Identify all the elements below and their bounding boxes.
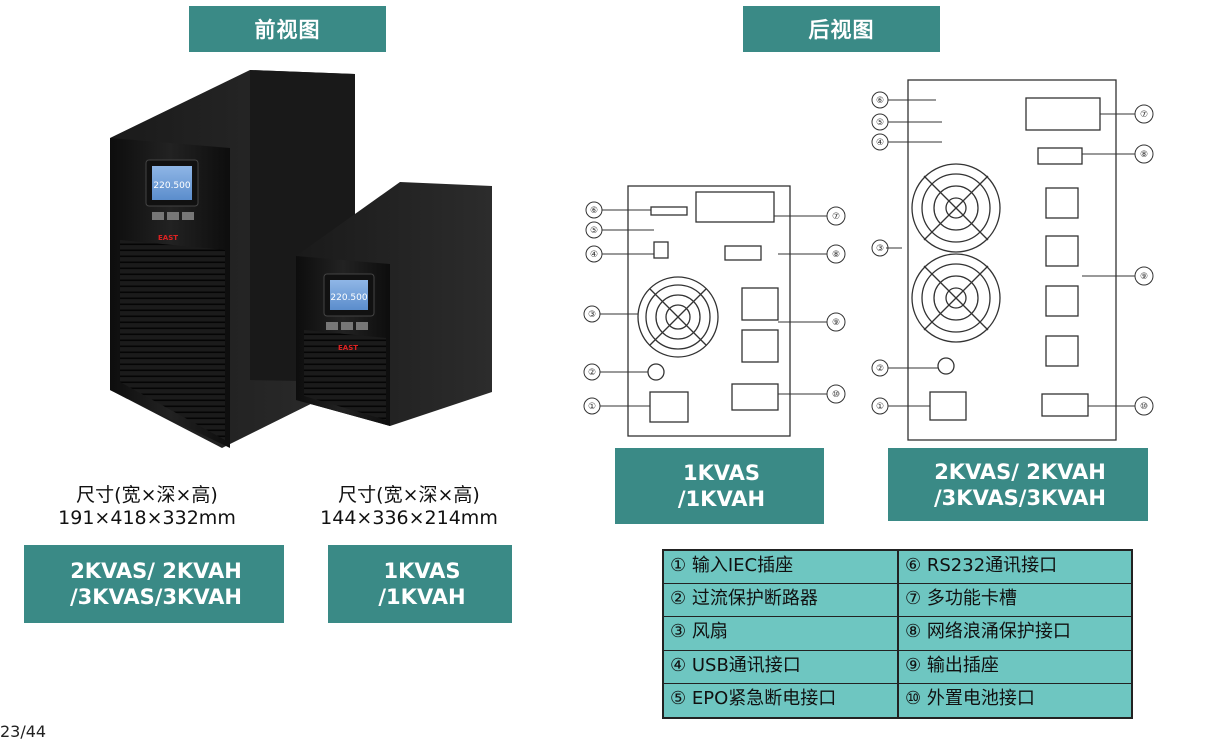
small-lcd-text: 220.500 xyxy=(330,293,367,303)
rear-small-callout-9: ⑨ xyxy=(832,318,840,328)
legend-cell: ② 过流保护断路器 xyxy=(664,584,899,618)
large-dim-title: 尺寸(宽×深×高) xyxy=(76,484,218,506)
rear-large-callout-10: ⑩ xyxy=(1140,402,1148,412)
large-lcd-text: 220.500 xyxy=(153,181,190,191)
legend-cell: ⑤ EPO紧急断电接口 xyxy=(664,683,899,717)
rear-view-header: 后视图 xyxy=(743,6,940,52)
rear-small-callout-10: ⑩ xyxy=(832,390,840,400)
rear-large-callout-9: ⑨ xyxy=(1140,272,1148,282)
rear-small-diagram: ⑥ ⑤ ④ ③ ② ① ⑦ ⑧ ⑨ ⑩ xyxy=(583,185,846,437)
rear-small-callout-3: ③ xyxy=(588,310,596,320)
rear-small-callout-7: ⑦ xyxy=(832,212,840,222)
rear-small-model-label: 1KVAS /1KVAH xyxy=(615,448,824,524)
front-ups-illustration: 220.500 EAST 220.500 EAST xyxy=(110,70,492,448)
front-view-header: 前视图 xyxy=(189,6,386,52)
large-dimensions: 尺寸(宽×深×高) 191×418×332mm xyxy=(40,484,254,530)
rear-small-callout-5: ⑤ xyxy=(590,226,598,236)
large-dim-value: 191×418×332mm xyxy=(58,507,236,529)
rear-large-diagram: ⑥ ⑤ ④ ③ ② ① ⑦ ⑧ ⑨ ⑩ xyxy=(871,79,1154,441)
legend-cell: ⑩ 外置电池接口 xyxy=(905,687,1035,709)
rear-small-callout-8: ⑧ xyxy=(832,250,840,260)
legend-cell: ⑧ 网络浪涌保护接口 xyxy=(899,617,1133,651)
rear-large-model-label: 2KVAS/ 2KVAH /3KVAS/3KVAH xyxy=(888,448,1148,521)
rear-small-callout-4: ④ xyxy=(590,250,598,260)
legend-cell: ⑨ 输出插座 xyxy=(899,651,1133,684)
rear-large-callout-4: ④ xyxy=(876,138,884,148)
rear-small-callout-2: ② xyxy=(588,368,596,378)
rear-large-callout-3: ③ xyxy=(876,244,884,254)
legend-cell: ⑥ RS232通讯接口 xyxy=(899,551,1133,585)
small-dim-title: 尺寸(宽×深×高) xyxy=(338,484,480,506)
small-brand-text: EAST xyxy=(338,344,358,352)
front-small-model-label: 1KVAS /1KVAH xyxy=(328,545,512,623)
rear-large-callout-7: ⑦ xyxy=(1140,110,1148,120)
rear-large-callout-2: ② xyxy=(876,364,884,374)
port-legend-table: ① 输入IEC插座 ⑥ RS232通讯接口 ② 过流保护断路器 ⑦ 多功能卡槽 … xyxy=(662,549,1133,719)
rear-small-callout-1: ① xyxy=(588,402,596,412)
small-dim-value: 144×336×214mm xyxy=(320,507,498,529)
rear-large-callout-5: ⑤ xyxy=(876,118,884,128)
page-number: 23/44 xyxy=(0,722,47,741)
legend-cell: ④ USB通讯接口 xyxy=(664,650,899,684)
small-dimensions: 尺寸(宽×深×高) 144×336×214mm xyxy=(302,484,516,530)
small-ups-unit: 220.500 EAST xyxy=(296,182,492,426)
rear-large-callout-1: ① xyxy=(876,402,884,412)
front-large-model-label: 2KVAS/ 2KVAH /3KVAS/3KVAH xyxy=(24,545,284,623)
legend-cell: ③ 风扇 xyxy=(664,617,899,651)
rear-small-callout-6: ⑥ xyxy=(590,206,598,216)
large-brand-text: EAST xyxy=(158,234,178,242)
rear-large-callout-8: ⑧ xyxy=(1140,150,1148,160)
rear-large-callout-6: ⑥ xyxy=(876,96,884,106)
legend-cell: ① 输入IEC插座 xyxy=(664,551,899,585)
legend-cell: ⑦ 多功能卡槽 xyxy=(899,584,1133,618)
